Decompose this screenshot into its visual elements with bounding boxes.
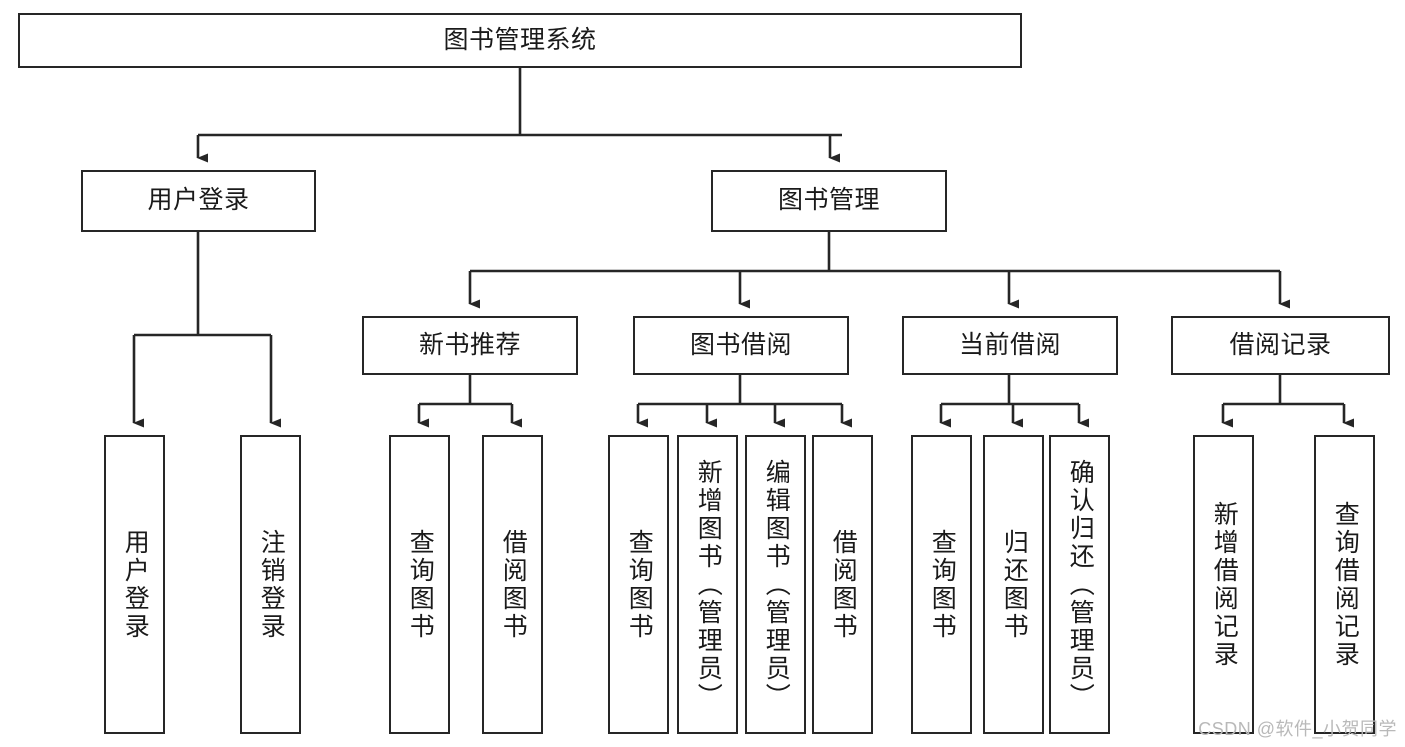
node-leaf-return-book-label: 归还图书 [1000, 528, 1029, 641]
node-leaf-query-book-1-label: 查询图书 [406, 528, 435, 641]
node-leaf-query-book-2[interactable]: 查询图书 [608, 435, 669, 734]
node-current-borrow[interactable]: 当前借阅 [902, 316, 1118, 375]
node-leaf-confirm-return-label: 确认归还（管理员） [1066, 458, 1095, 711]
node-leaf-logout-login[interactable]: 注销登录 [240, 435, 301, 734]
node-leaf-edit-book[interactable]: 编辑图书（管理员） [745, 435, 806, 734]
node-leaf-query-book-3-label: 查询图书 [928, 528, 957, 641]
node-leaf-return-book[interactable]: 归还图书 [983, 435, 1044, 734]
node-leaf-borrow-book-2[interactable]: 借阅图书 [812, 435, 873, 734]
node-leaf-query-borrow-record-label: 查询借阅记录 [1331, 500, 1360, 669]
node-user-login-label: 用户登录 [147, 186, 250, 215]
node-new-book-recommend-label: 新书推荐 [418, 330, 521, 359]
node-leaf-query-borrow-record[interactable]: 查询借阅记录 [1314, 435, 1375, 734]
watermark-text: CSDN @软件_小贺同学 [1198, 719, 1397, 739]
node-leaf-user-login[interactable]: 用户登录 [104, 435, 165, 734]
node-leaf-query-book-2-label: 查询图书 [625, 528, 654, 641]
node-leaf-user-login-label: 用户登录 [121, 528, 150, 641]
node-leaf-borrow-book-2-label: 借阅图书 [829, 528, 858, 641]
node-leaf-edit-book-label: 编辑图书（管理员） [762, 458, 791, 711]
node-leaf-add-book[interactable]: 新增图书（管理员） [677, 435, 738, 734]
node-new-book-recommend[interactable]: 新书推荐 [362, 316, 578, 375]
node-borrow-record[interactable]: 借阅记录 [1171, 316, 1390, 375]
node-leaf-borrow-book-1[interactable]: 借阅图书 [482, 435, 543, 734]
node-leaf-query-book-1[interactable]: 查询图书 [389, 435, 450, 734]
node-book-borrow[interactable]: 图书借阅 [633, 316, 849, 375]
node-leaf-confirm-return[interactable]: 确认归还（管理员） [1049, 435, 1110, 734]
node-leaf-add-borrow-record-label: 新增借阅记录 [1210, 500, 1239, 669]
node-leaf-query-book-3[interactable]: 查询图书 [911, 435, 972, 734]
node-book-borrow-label: 图书借阅 [689, 330, 792, 359]
node-book-manage-label: 图书管理 [777, 186, 880, 215]
node-root[interactable]: 图书管理系统 [18, 13, 1022, 68]
node-leaf-add-borrow-record[interactable]: 新增借阅记录 [1193, 435, 1254, 734]
node-book-manage[interactable]: 图书管理 [711, 170, 947, 232]
node-borrow-record-label: 借阅记录 [1229, 330, 1332, 359]
node-user-login[interactable]: 用户登录 [81, 170, 316, 232]
node-current-borrow-label: 当前借阅 [958, 330, 1061, 359]
node-root-label: 图书管理系统 [443, 25, 597, 54]
node-leaf-add-book-label: 新增图书（管理员） [694, 458, 723, 711]
node-leaf-logout-login-label: 注销登录 [257, 528, 286, 641]
node-leaf-borrow-book-1-label: 借阅图书 [499, 528, 528, 641]
